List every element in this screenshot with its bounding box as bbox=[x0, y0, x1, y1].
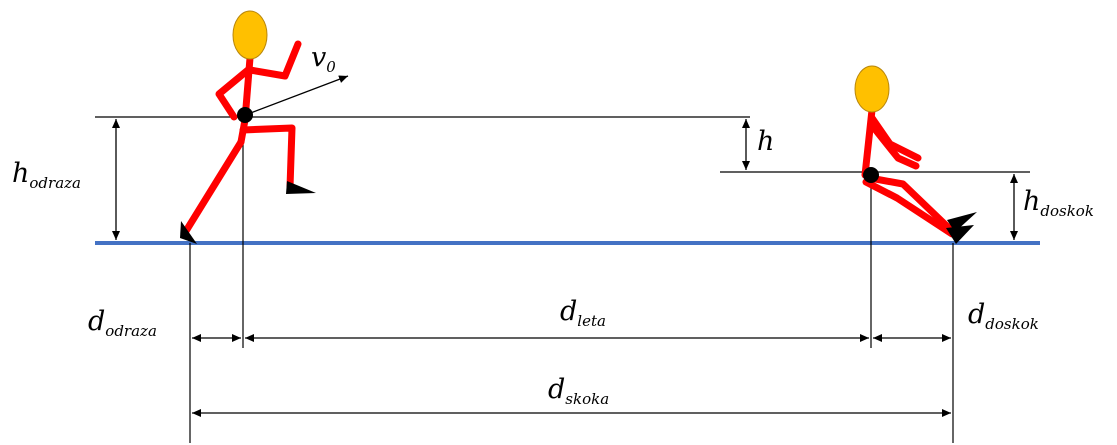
label-d-odraza: dodraza bbox=[88, 306, 157, 340]
jumper-center-of-mass bbox=[863, 167, 879, 183]
runner-back-leg bbox=[182, 138, 245, 235]
label-v0: v0 bbox=[311, 42, 336, 76]
runner-center-of-mass bbox=[237, 107, 253, 123]
jumper-shoe-upper bbox=[947, 212, 977, 232]
jumper-shoe-lower bbox=[946, 225, 974, 244]
v0-vector bbox=[247, 75, 349, 115]
jumper-upper-leg bbox=[866, 174, 957, 236]
label-d-doskok: ddoskok bbox=[968, 299, 1039, 333]
label-h: h bbox=[757, 126, 774, 157]
runner-right-arm bbox=[246, 40, 302, 80]
runner-front-shoe bbox=[286, 181, 316, 194]
landing-jumper-figure bbox=[854, 65, 977, 244]
runner-back-shoe bbox=[180, 221, 197, 244]
takeoff-runner-figure bbox=[180, 10, 316, 244]
label-h-odraza: hodraza bbox=[12, 158, 81, 192]
label-d-skoka: dskoka bbox=[548, 374, 609, 408]
label-h-doskok: hdoskok bbox=[1023, 186, 1094, 220]
runner-left-arm bbox=[215, 66, 252, 121]
runner-front-leg bbox=[239, 124, 296, 191]
label-d-leta: dleta bbox=[560, 296, 606, 330]
jumper-lower-leg bbox=[862, 178, 956, 238]
jumper-arm-2 bbox=[870, 124, 920, 170]
runner-head bbox=[232, 10, 268, 60]
jumper-head bbox=[854, 65, 890, 113]
